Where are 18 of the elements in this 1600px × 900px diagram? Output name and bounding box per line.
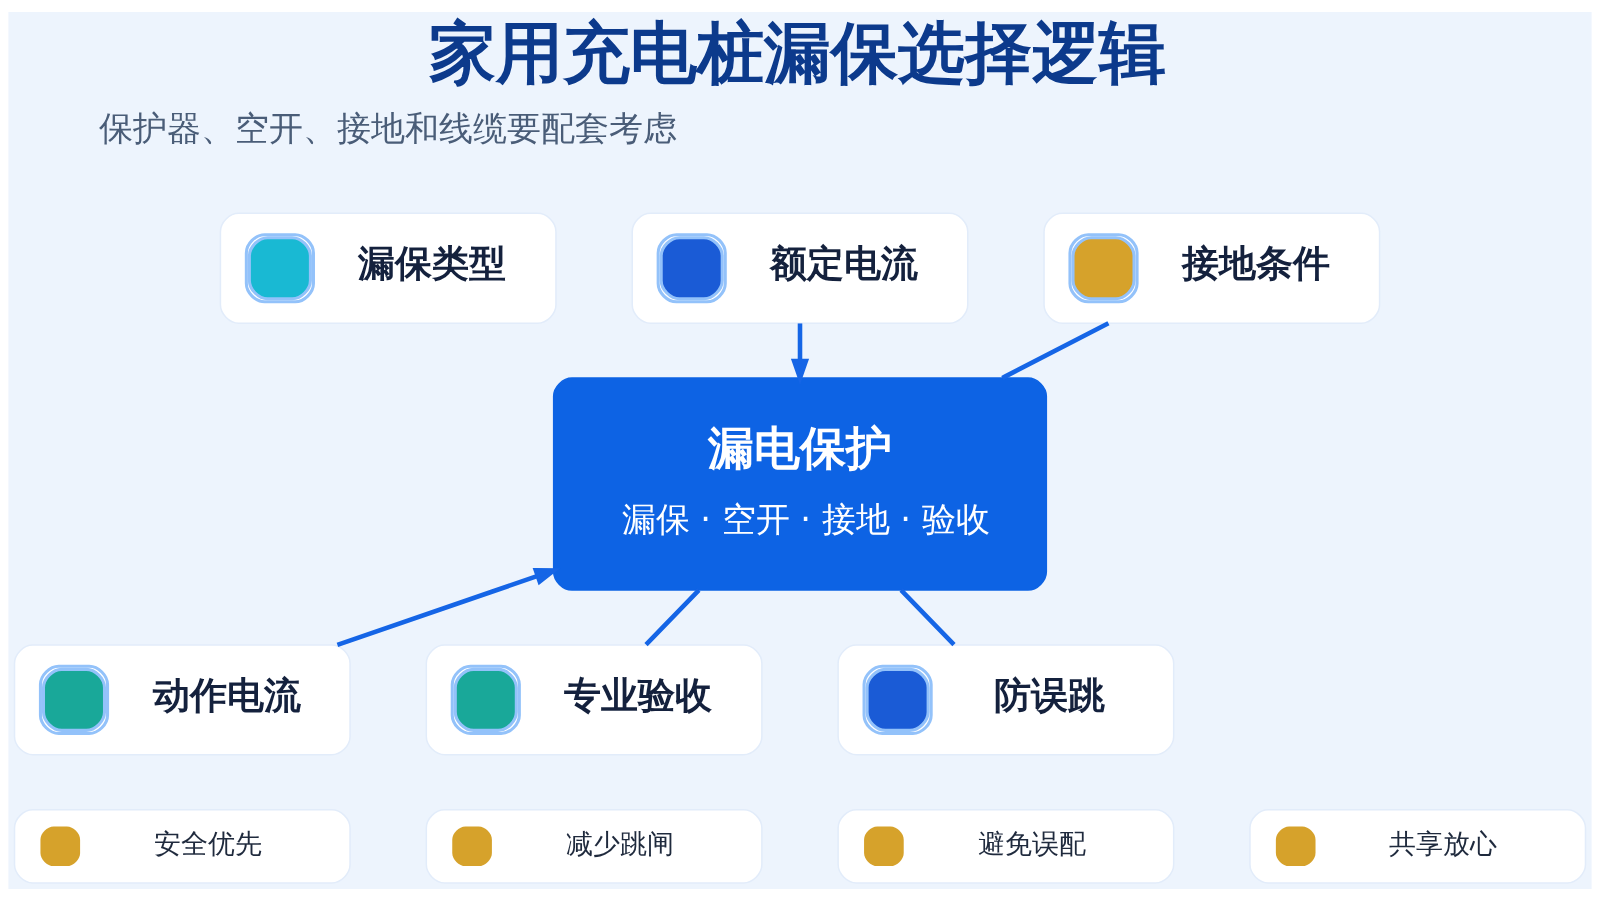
node-box: 安全优先	[13, 808, 351, 884]
connector	[1001, 320, 1110, 380]
node-box: 防误跳	[837, 643, 1175, 756]
node-box: 专业验收	[425, 643, 763, 756]
node-box: 动作电流	[13, 643, 351, 756]
node-box: 额定电流	[631, 212, 969, 324]
connector	[644, 588, 701, 646]
node-box: 共享放心	[1249, 808, 1587, 884]
node-box: 减少跳闸	[425, 808, 763, 884]
node-box: 避免误配	[837, 808, 1175, 884]
label: 保护器、空开、接地和线缆要配套考虑	[99, 108, 678, 148]
node-box: 接地条件	[1043, 212, 1381, 324]
diagram-title: 家用充电桩漏保选择逻辑	[428, 13, 1166, 92]
arrow	[336, 567, 561, 647]
connector	[899, 588, 956, 646]
node-box: 漏保类型	[219, 212, 557, 324]
arrow	[790, 322, 810, 385]
node-box: 漏电保护 漏保 · 空开 · 接地 · 验收	[552, 376, 1048, 591]
